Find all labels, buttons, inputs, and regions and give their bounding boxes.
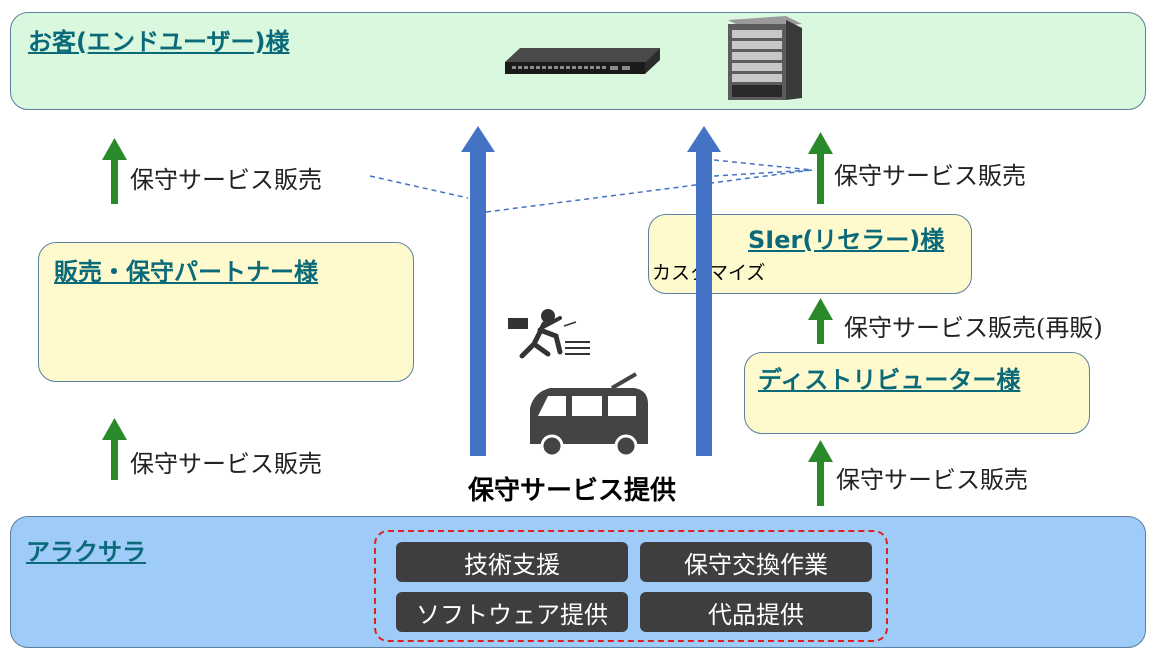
service-arrow-left-shaft (470, 148, 486, 456)
sier-title: SIer(リセラー)様 (748, 226, 945, 254)
service-arrow-left-head (461, 126, 495, 152)
switch-device-icon (505, 48, 660, 74)
distributor-title: ディストリビューター様 (758, 366, 1021, 394)
green-arrow-2-head (808, 132, 833, 154)
resale-label: 保守サービス販売(再販) (844, 314, 1103, 342)
service-maintenance-exchange: 保守交換作業 (640, 542, 872, 582)
alaxala-title: アラクサラ (26, 538, 146, 566)
delivery-van-icon (530, 372, 648, 458)
green-arrow-4-head (808, 298, 833, 320)
green-arrow-4-shaft (817, 316, 824, 344)
green-arrow-1-shaft (111, 156, 118, 204)
green-arrow-2-shaft (817, 150, 824, 204)
running-courier-icon (508, 309, 590, 359)
green-arrow-5-shaft (817, 458, 824, 506)
dashed-line-right-a (713, 159, 813, 171)
sale-label-top-right: 保守サービス販売 (834, 162, 1026, 190)
chassis-device-icon (728, 16, 802, 100)
green-arrow-5-head (808, 440, 833, 462)
sale-label-bottom-right: 保守サービス販売 (836, 466, 1028, 494)
service-frame (374, 530, 888, 642)
partner-box (38, 242, 414, 382)
dashed-line-center (485, 169, 813, 213)
dashed-line-right-b (713, 169, 813, 177)
service-arrow-right-shaft (696, 148, 712, 456)
green-arrow-3-head (102, 418, 127, 440)
service-replacement: 代品提供 (640, 592, 872, 632)
service-provision-label: 保守サービス提供 (468, 476, 677, 506)
service-software: ソフトウェア提供 (396, 592, 628, 632)
service-arrow-right-head (687, 126, 721, 152)
dashed-line-left (369, 175, 469, 199)
sale-label-top-left: 保守サービス販売 (130, 166, 322, 194)
distributor-box (744, 352, 1090, 434)
customer-title: お客(エンドユーザー)様 (28, 28, 290, 56)
green-arrow-3-shaft (111, 436, 118, 480)
green-arrow-1-head (102, 138, 127, 160)
sale-label-bottom-left: 保守サービス販売 (130, 450, 322, 478)
service-tech-support: 技術支援 (396, 542, 628, 582)
partner-title: 販売・保守パートナー様 (54, 258, 318, 286)
